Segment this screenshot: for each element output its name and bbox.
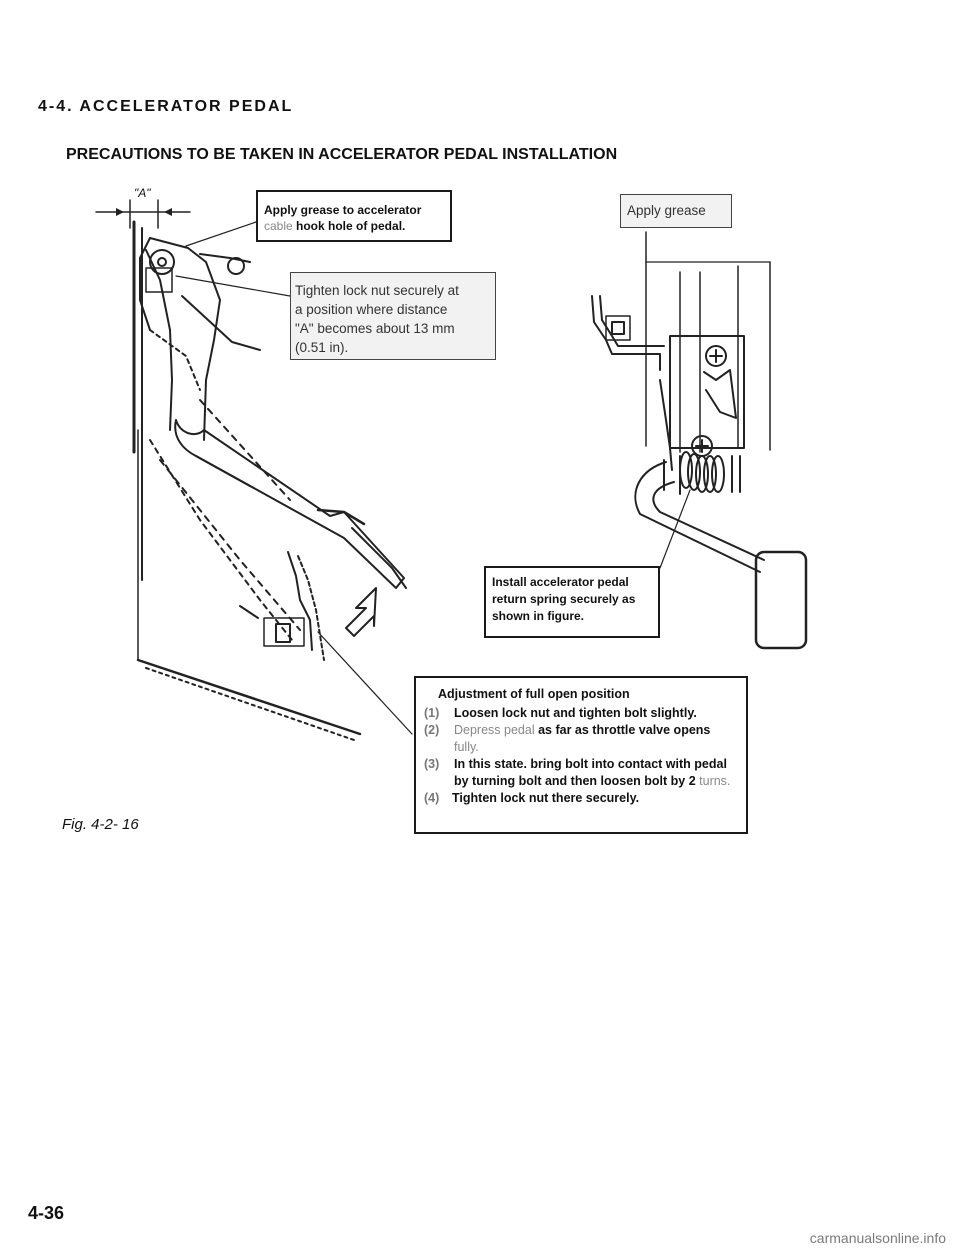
adjustment-step-4: (4) Tighten lock nut there securely.: [424, 790, 740, 807]
adjustment-step-3: (3) In this state. bring bolt into conta…: [424, 756, 740, 790]
page-subtitle: PRECAUTIONS TO BE TAKEN IN ACCELERATOR P…: [66, 146, 618, 163]
callout-lock-nut-line1: Tighten lock nut securely at: [295, 283, 459, 298]
callout-grease-hook-rest-text: hook hole of pedal.: [292, 219, 406, 233]
step-number: (1): [424, 706, 440, 720]
step-text: Loosen lock nut and tighten bolt slightl…: [454, 706, 697, 720]
step-text: as far as throttle valve opens: [534, 723, 711, 737]
callout-grease-hook-line2: cable hook hole of pedal.: [264, 218, 450, 234]
step-number: (4): [424, 791, 440, 805]
callout-return-spring-line1: Install accelerator pedal: [492, 575, 629, 589]
callout-grease-hook: Apply grease to accelerator cable hook h…: [256, 190, 452, 242]
callout-lock-nut-line3: "A" becomes about 13 mm: [295, 321, 455, 336]
step-number: (2): [424, 723, 440, 737]
step-text: In this state. bring bolt into contact w…: [454, 757, 727, 788]
adjustment-step-1: (1) Loosen lock nut and tighten bolt sli…: [424, 705, 740, 722]
step-grey-continuation: fully.: [454, 740, 479, 754]
watermark: carmanualsonline.info: [809, 1230, 946, 1246]
adjustment-box: Adjustment of full open position (1) Loo…: [414, 676, 748, 834]
step-text: Tighten lock nut there securely.: [452, 791, 640, 805]
callout-lock-nut: Tighten lock nut securely at a position …: [290, 272, 496, 360]
callout-grease-hook-line1: Apply grease to accelerator: [264, 203, 422, 217]
callout-grease-hook-grey-text: cable: [264, 219, 293, 233]
dimension-a-label: "A": [134, 186, 151, 200]
step-number: (3): [424, 757, 440, 771]
page-number: 4-36: [28, 1203, 65, 1223]
adjustment-step-2: (2) Depress pedal as far as throttle val…: [424, 722, 740, 756]
adjustment-title: Adjustment of full open position: [438, 687, 630, 701]
callout-return-spring-line3: shown in figure.: [492, 609, 584, 623]
callout-lock-nut-line2: a position where distance: [295, 302, 448, 317]
figure-caption: Fig. 4-2- 16: [62, 816, 139, 833]
callout-return-spring: Install accelerator pedal return spring …: [484, 566, 660, 638]
callout-return-spring-line2: return spring securely as: [492, 592, 636, 606]
callout-apply-grease: Apply grease: [620, 194, 732, 228]
step-grey-tail: turns.: [695, 774, 731, 788]
section-title: 4-4. ACCELERATOR PEDAL: [38, 98, 294, 115]
step-grey-text: Depress pedal: [454, 723, 535, 737]
callout-lock-nut-line4: (0.51 in).: [295, 340, 349, 355]
